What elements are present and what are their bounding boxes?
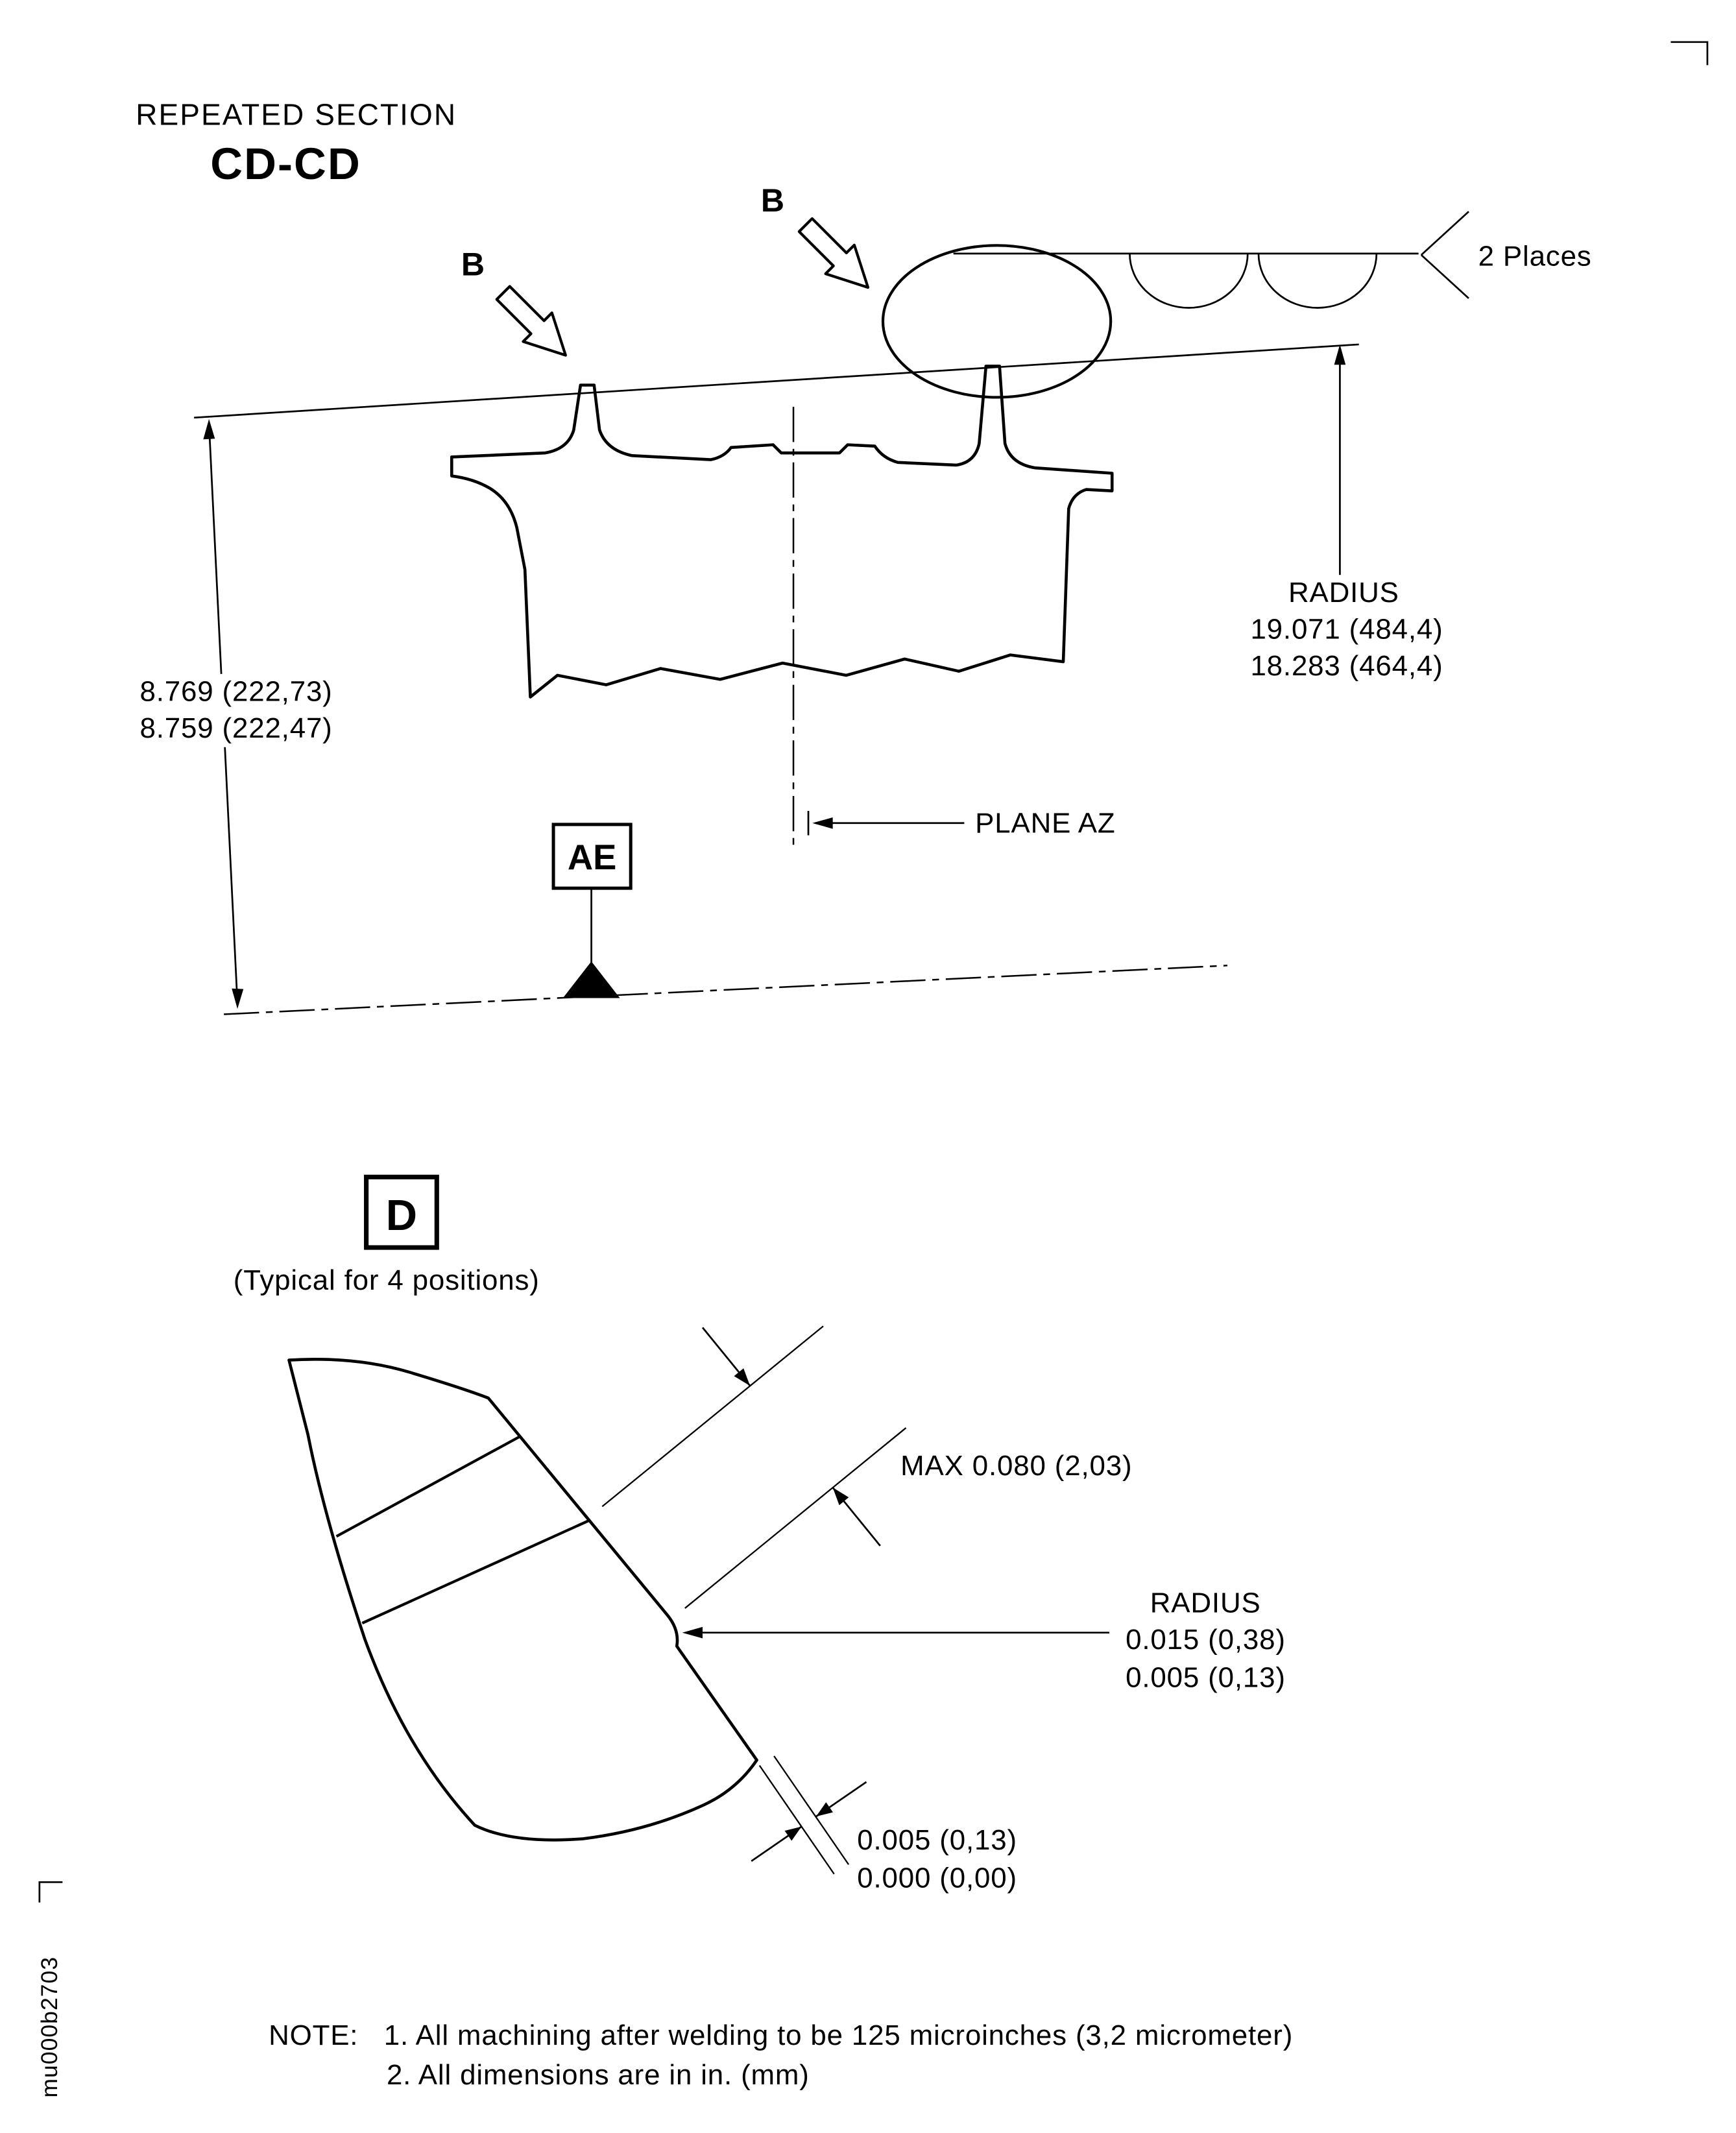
detail-typical-note: (Typical for 4 positions) [234,1264,540,1296]
page-corner-mark-bottom-left [38,1881,63,1903]
section-title: CD-CD [210,139,361,189]
gap-dim-value-upper: 0.005 (0,13) [857,1824,1017,1856]
view-label-b-upper: B [761,182,784,219]
max-dim-arrowhead-2 [832,1488,849,1506]
gap-dim-value-lower: 0.000 (0,00) [857,1862,1017,1894]
note-item-1: 1. All machining after welding to be 125… [384,2019,1293,2051]
detail-radius-value-lower: 0.005 (0,13) [1126,1661,1286,1693]
view-arrow-upper-icon [797,217,870,289]
radius-value-lower: 18.283 (464,4) [1250,650,1443,682]
height-dim-arrowhead-bottom [232,988,244,1009]
datum-label: AE [568,838,616,877]
note-item-2: 2. All dimensions are in in. (mm) [387,2059,810,2091]
detail-radius-value-upper: 0.015 (0,38) [1126,1624,1286,1656]
part-section-outline [450,365,1114,699]
plane-az-label: PLANE AZ [975,807,1115,839]
places-note: 2 Places [1478,241,1592,272]
gap-dim-extension-line-1 [758,1765,835,1875]
radius-value-upper: 19.071 (484,4) [1250,614,1443,645]
view-label-b-lower: B [461,246,485,282]
height-dim-text-backing [133,673,361,747]
balloon-ellipse [881,244,1113,399]
radius-dim-arrowhead [1334,344,1346,365]
datum-box [551,823,633,890]
gap-dim-arrowhead-2 [815,1802,833,1817]
detail-label: D [386,1191,417,1240]
detail-part-outline [287,1357,758,1842]
places-scallop-arcs [1129,253,1378,309]
view-arrow-lower-icon [495,285,567,357]
height-value-upper: 8.769 (222,73) [140,676,333,708]
places-pointer [1420,211,1469,299]
note-label: NOTE: [269,2019,358,2051]
gap-dim-arrowhead-1 [784,1826,802,1841]
weld-seam-line-lower [361,1519,591,1624]
max-dim-value: MAX 0.080 (2,03) [900,1450,1132,1482]
page-corner-mark-top-right [1670,41,1709,66]
height-dim-arrowhead-top [203,418,215,440]
datum-triangle-icon [562,961,620,998]
detail-box [364,1174,439,1250]
weld-seam-line-upper [335,1434,522,1538]
max-dim-arrowhead-1 [734,1368,751,1386]
height-value-lower: 8.759 (222,47) [140,712,333,744]
max-dim-extension-line-2 [684,1427,907,1609]
gap-dim-extension-line-2 [773,1755,850,1865]
radius-label: RADIUS [1288,577,1399,609]
detail-radius-arrowhead [682,1626,703,1639]
reference-line [194,343,1359,419]
document-id: mu000b2703 [36,1957,62,2098]
max-dim-extension-line-1 [601,1325,824,1508]
axis-centerline [224,965,1227,1015]
detail-radius-label: RADIUS [1150,1587,1261,1619]
plane-az-arrowhead [812,817,833,829]
section-header: REPEATED SECTION [136,97,457,131]
